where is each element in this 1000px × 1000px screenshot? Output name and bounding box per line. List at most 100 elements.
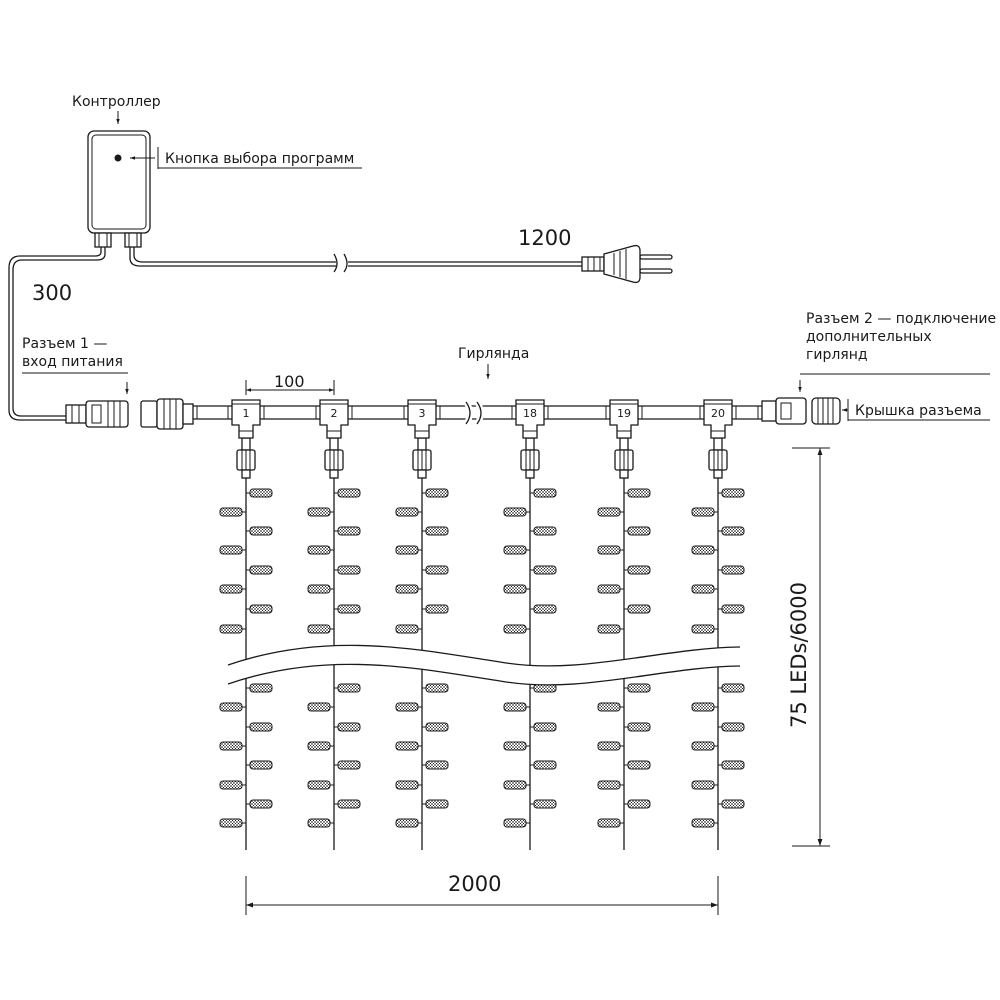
tee-connector: 3: [407, 399, 437, 439]
tee-body: [407, 399, 437, 439]
tee-number: 20: [711, 407, 725, 420]
led-bulb: [395, 545, 422, 555]
led-bulb: [219, 818, 246, 828]
trunk-segment: [260, 405, 320, 420]
strand-connector-tail: [713, 469, 723, 479]
led-bulb: [597, 545, 624, 555]
tee-number: 3: [419, 407, 426, 420]
led-bulb: [597, 818, 624, 828]
led-bulb: [246, 683, 273, 693]
drop-strand: [597, 437, 651, 850]
connector-2-sleeve: [761, 400, 777, 422]
strand-connector-tail: [619, 469, 629, 479]
led-bulb: [718, 722, 745, 732]
tee-number: 19: [617, 407, 631, 420]
led-bulb: [422, 565, 449, 575]
tee-connector: 20: [703, 399, 733, 439]
led-bulb: [718, 488, 745, 498]
controller-box-inner: [91, 134, 147, 230]
led-bulb: [395, 584, 422, 594]
led-bulb: [422, 722, 449, 732]
drop-strands: [219, 437, 745, 850]
plug-pin: [639, 254, 673, 260]
plug-body: [603, 244, 641, 284]
led-bulb: [624, 799, 651, 809]
led-bulb: [246, 799, 273, 809]
garland-trunk: [193, 405, 762, 420]
tee-number: 18: [523, 407, 537, 420]
led-bulb: [691, 818, 718, 828]
connector-2: Разъем 2 — подключение дополнительных ги…: [761, 311, 1000, 425]
tee-connector: 1: [231, 399, 261, 439]
led-bulb: [246, 565, 273, 575]
led-bulb: [307, 584, 334, 594]
led-bulb: [246, 604, 273, 614]
led-bulb: [219, 702, 246, 712]
led-bulb: [307, 818, 334, 828]
tee-number: 1: [243, 407, 250, 420]
garland-input-cap: [140, 400, 158, 428]
tee-connector: 18: [515, 399, 545, 439]
led-bulb: [691, 507, 718, 517]
garland-input-sleeve: [182, 403, 194, 425]
led-bulb: [246, 488, 273, 498]
led-bulb: [624, 760, 651, 770]
strand-connector-sleeve: [241, 437, 251, 451]
led-bulb: [503, 624, 530, 634]
trunk-segment: [638, 405, 704, 420]
led-bulb: [530, 604, 557, 614]
led-bulb: [334, 526, 361, 536]
led-bulb: [530, 722, 557, 732]
led-bulb: [246, 760, 273, 770]
lead-cable: 300: [8, 247, 106, 421]
trunk-segment: [436, 405, 516, 420]
led-bulb: [718, 760, 745, 770]
connector-cap: Крышка разъема: [811, 397, 990, 425]
controller-input-connector: [124, 232, 142, 248]
width-value: 2000: [448, 872, 501, 896]
connector-1-label-line1: Разъем 1 —: [22, 336, 107, 352]
led-bulb: [422, 683, 449, 693]
led-bulb: [219, 780, 246, 790]
power-plug: [581, 244, 673, 284]
tee-body: [703, 399, 733, 439]
connector-2-label: Разъем 2 — подключение дополнительных ги…: [806, 311, 1000, 363]
led-bulb: [334, 683, 361, 693]
led-bulb: [624, 526, 651, 536]
led-bulb: [530, 799, 557, 809]
controller-label: Контроллер: [72, 94, 161, 110]
led-bulb: [503, 507, 530, 517]
height-dimension: 75 LEDs/6000: [787, 447, 830, 847]
led-bulb: [334, 722, 361, 732]
led-bulb: [334, 760, 361, 770]
led-bulb: [691, 702, 718, 712]
led-bulb: [307, 702, 334, 712]
trunk-segment: [732, 405, 762, 420]
tee-spacing-value: 100: [274, 372, 305, 391]
height-value: 75 LEDs/6000: [787, 582, 811, 728]
led-bulb: [422, 760, 449, 770]
tee-connector: 19: [609, 399, 639, 439]
led-bulb: [219, 507, 246, 517]
led-bulb: [624, 722, 651, 732]
strand-connector-sleeve: [619, 437, 629, 451]
garland-input-connector: [140, 398, 194, 430]
led-bulb: [691, 624, 718, 634]
strand-connector-tail: [525, 469, 535, 479]
lead-cable-length: 300: [32, 281, 72, 305]
led-bulb: [597, 702, 624, 712]
led-bulb: [307, 741, 334, 751]
led-bulb: [246, 722, 273, 732]
connector-1: Разъем 1 — вход питания: [22, 336, 129, 428]
led-bulb: [691, 584, 718, 594]
connector-2-label-line3: гирлянд: [806, 347, 868, 363]
trunk-segment: [544, 405, 610, 420]
tee-spacing-dimension: 100: [245, 372, 335, 395]
strand-connector-sleeve: [329, 437, 339, 451]
led-bulb: [624, 683, 651, 693]
led-bulb: [395, 507, 422, 517]
drop-strand: [395, 437, 449, 850]
program-button-label: Кнопка выбора программ: [165, 151, 354, 167]
